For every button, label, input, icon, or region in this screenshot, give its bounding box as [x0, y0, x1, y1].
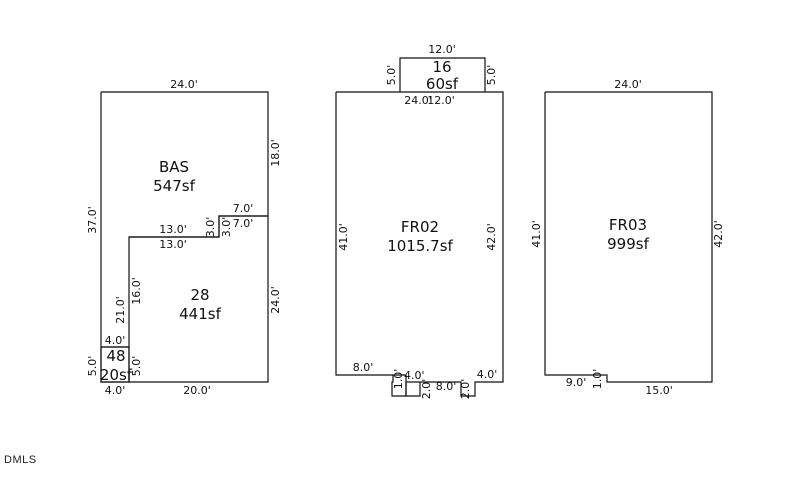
- s28-bottom-dim: 20.0': [183, 384, 211, 397]
- bas-step-h2-dim: 3.0': [220, 217, 233, 238]
- bas-step-w2-dim: 7.0': [233, 217, 254, 230]
- fr02-bnotch-l-dim: 2.0': [420, 379, 433, 400]
- fr02-top2-dim: 12.0': [427, 94, 455, 107]
- small-left-dim: 5.0': [86, 356, 99, 377]
- s16-outline: [399, 57, 486, 92]
- fr03-top-dim: 24.0': [614, 78, 642, 91]
- fr03-bl-dim: 9.0': [566, 376, 587, 389]
- bas-mid2-dim: 13.0': [159, 238, 187, 251]
- bas-top-dim: 24.0': [170, 78, 198, 91]
- small-right-dim: 5.0': [130, 356, 143, 377]
- small-area: 20sf: [100, 366, 133, 384]
- fr02-bl-dim: 8.0': [353, 361, 374, 374]
- fr03-label: FR03: [609, 216, 647, 234]
- fr02-bnotch-r-dim: 2.0': [459, 379, 472, 400]
- bas-mid-dim: 13.0': [159, 223, 187, 236]
- bas-left-dim: 37.0': [86, 206, 99, 234]
- fr02-top-dim: 24.0': [404, 94, 432, 107]
- s28-outline: [129, 215, 269, 383]
- fr02-left-dim: 41.0': [337, 223, 350, 251]
- s28-label: 28: [190, 286, 209, 304]
- s16-right-dim: 5.0': [485, 65, 498, 86]
- s28-right-dim: 24.0': [269, 286, 282, 314]
- fr03-outline: [544, 91, 713, 383]
- bas-step-w-dim: 7.0': [233, 202, 254, 215]
- fr02-right-dim: 42.0': [485, 223, 498, 251]
- small-bottom-dim: 4.0': [105, 384, 126, 397]
- s16-top-dim: 12.0': [428, 43, 456, 56]
- fr02-label: FR02: [401, 218, 439, 236]
- bas-area: 547sf: [153, 177, 195, 195]
- fr03-br-dim: 15.0': [645, 384, 673, 397]
- fr03-left-dim: 41.0': [530, 220, 543, 248]
- bas-label: BAS: [159, 158, 189, 176]
- bas-right-dim: 18.0': [269, 139, 282, 167]
- fr02-bstep2-dim: 4.0': [404, 369, 425, 382]
- fr03-right-dim: 42.0': [712, 220, 725, 248]
- small-top-dim: 4.0': [105, 334, 126, 347]
- fr03-bstep-dim: 1.0': [591, 369, 604, 390]
- small-label: 48: [106, 347, 125, 365]
- s28-area: 441sf: [179, 305, 221, 323]
- bas-step-h-dim: 3.0': [204, 217, 217, 238]
- fr03-area: 999sf: [607, 235, 649, 253]
- s28-left-dim: 16.0': [130, 277, 143, 305]
- small-section-outline: [100, 346, 130, 383]
- fr02-area: 1015.7sf: [387, 237, 453, 255]
- fr02-bnotch-dim: 8.0': [436, 380, 457, 393]
- fr02-br-dim: 4.0': [477, 368, 498, 381]
- watermark: DMLS: [4, 454, 37, 466]
- s28-left2-dim: 21.0': [114, 296, 127, 324]
- fr02-outline: [335, 91, 504, 397]
- s16-label: 16: [432, 58, 451, 76]
- s16-left-dim: 5.0': [385, 65, 398, 86]
- s16-area: 60sf: [426, 75, 459, 93]
- fr02-bstep-dim: 1.0': [392, 369, 405, 390]
